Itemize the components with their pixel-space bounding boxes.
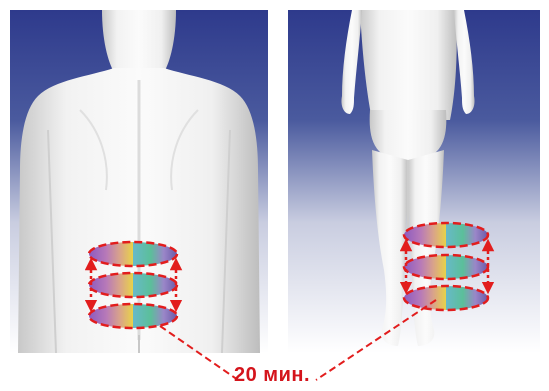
applicator-2 <box>404 255 488 279</box>
torso-applicators <box>89 242 177 328</box>
duration-label: 20 мин. <box>212 364 332 386</box>
applicator-1 <box>404 223 488 247</box>
legs-applicators <box>404 223 488 310</box>
torso-back-panel <box>10 10 268 353</box>
applicator-1 <box>89 242 177 266</box>
legs-back-panel <box>288 10 540 353</box>
applicator-3 <box>404 286 488 310</box>
applicator-3 <box>89 304 177 328</box>
applicator-2 <box>89 273 177 297</box>
